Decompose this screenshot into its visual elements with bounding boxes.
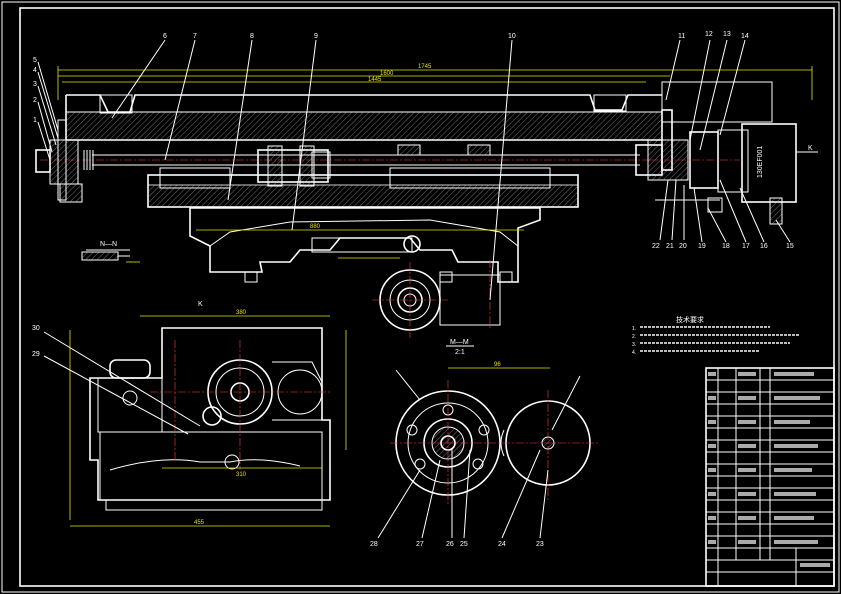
part-label: 22 (652, 243, 660, 250)
part-label: 13 (723, 31, 731, 38)
note-line: 1. (632, 326, 636, 332)
dim-base-width: 880 (310, 224, 321, 230)
part-label: 27 (416, 541, 424, 548)
part-label: 18 (722, 243, 730, 250)
part-label: 2 (33, 97, 37, 104)
view-k: K 380 310 455 30 29 (32, 301, 347, 527)
section-mm-scale: 2:1 (455, 349, 465, 356)
roller-view: 96 28 27 26 25 24 23 (370, 362, 600, 548)
part-label: 24 (498, 541, 506, 548)
part-labels-right: 22 21 20 19 18 17 16 15 (652, 243, 794, 250)
part-label: 8 (250, 33, 254, 40)
part-label: 26 (446, 541, 454, 548)
view-k-label: K (198, 301, 203, 308)
part-label: 12 (705, 31, 713, 38)
part-label: 30 (32, 325, 40, 332)
note-line: 4. (632, 350, 636, 356)
part-label: 7 (193, 33, 197, 40)
part-label: 14 (741, 33, 749, 40)
notes-title: 技术要求 (676, 315, 704, 324)
dim-length-2: 1600 (380, 71, 394, 77)
title-block (705, 367, 835, 587)
part-label: 9 (314, 33, 318, 40)
part-label: 23 (536, 541, 544, 548)
dim-overall-length: 1745 (418, 64, 432, 70)
dim-view-k-width: 380 (236, 310, 247, 316)
note-line: 2. (632, 334, 636, 340)
part-label: 3 (33, 81, 37, 88)
part-label: 17 (742, 243, 750, 250)
right-code-label: 130EF001 (757, 146, 764, 178)
arrow-k-label: K (808, 145, 813, 152)
part-label: 29 (32, 351, 40, 358)
part-label: 25 (460, 541, 468, 548)
part-label: 4 (33, 67, 37, 74)
section-nn-label: N—N (100, 241, 117, 248)
dim-length-3: 1445 (368, 77, 382, 83)
part-label: 28 (370, 541, 378, 548)
inner-border (19, 7, 835, 587)
part-label: 10 (508, 33, 516, 40)
dim-view-k-bottom: 310 (236, 472, 247, 478)
part-label: 20 (679, 243, 687, 250)
part-label: 1 (33, 117, 37, 124)
section-nn: N—N (81, 241, 140, 263)
part-label: 21 (666, 243, 674, 250)
section-mm-label: M—M (450, 339, 469, 346)
note-line: 3. (632, 342, 636, 348)
part-label: 5 (33, 57, 37, 64)
part-label: 16 (760, 243, 768, 250)
part-label: 19 (698, 243, 706, 250)
part-label: 11 (678, 33, 685, 40)
part-labels-top: 5 4 3 2 1 6 7 8 9 10 11 12 13 14 (33, 31, 749, 124)
dim-view-k-total: 455 (194, 520, 205, 526)
technical-notes: 技术要求 1. 2. 3. 4. (632, 315, 800, 356)
part-label: 6 (163, 33, 167, 40)
leader-lines-top (37, 39, 746, 301)
main-elevation-view: 1745 1600 1445 (35, 64, 818, 338)
leader-lines-right (659, 179, 791, 243)
section-mm: M—M 2:1 (446, 339, 474, 356)
part-label: 15 (786, 243, 794, 250)
dim-roller-span: 96 (494, 362, 501, 368)
